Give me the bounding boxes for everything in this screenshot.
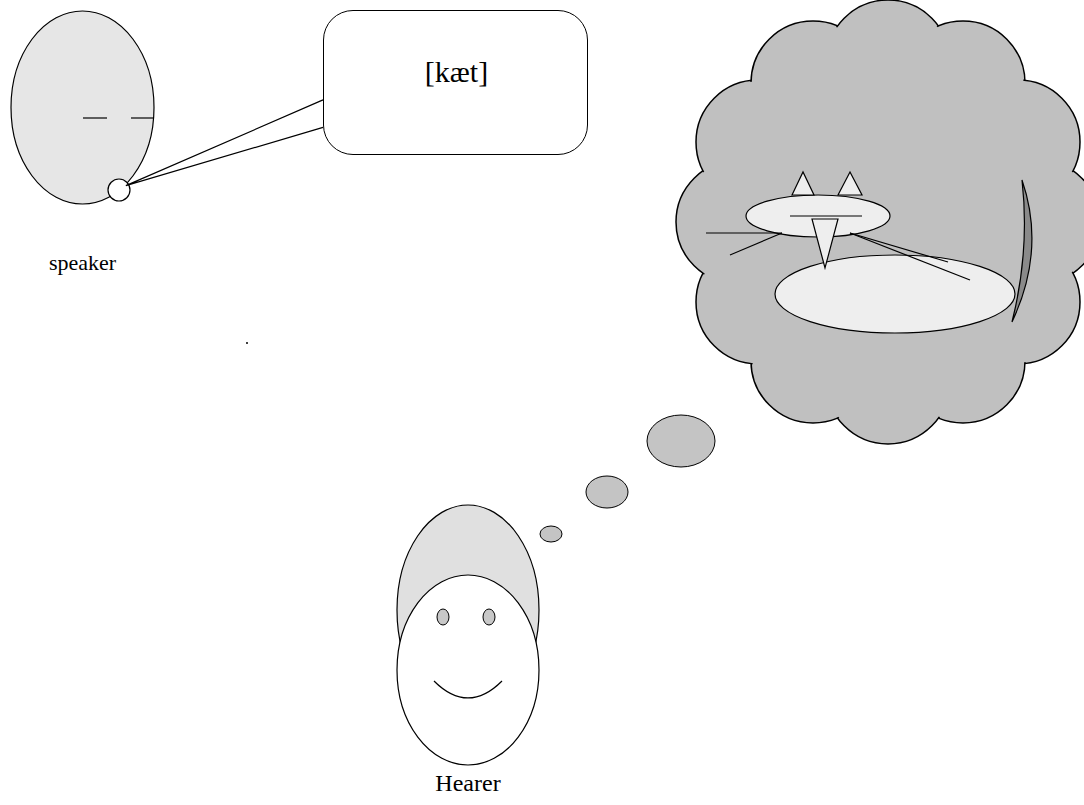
hearer-face: Hearer	[396, 503, 540, 768]
cat-ear	[838, 172, 862, 195]
cat-whisker	[850, 233, 948, 262]
speech-tail	[126, 100, 323, 186]
stray-dot	[246, 342, 248, 344]
thought-dot	[540, 526, 562, 542]
cat-tail	[1012, 180, 1032, 322]
cat-whisker	[850, 233, 970, 280]
smile	[434, 681, 502, 698]
thought-dots	[540, 415, 715, 542]
eye	[483, 609, 495, 625]
head-outline	[11, 11, 154, 204]
speaker-face: speaker	[10, 10, 155, 205]
closed-eye	[131, 117, 154, 118]
shape-outline	[10, 10, 155, 205]
cat-body	[775, 255, 1015, 333]
cat-ear	[792, 172, 814, 195]
speech-bubble: [kæt]	[323, 10, 588, 155]
thought-dot	[586, 476, 628, 508]
phonetic-text: [kæt]	[324, 11, 589, 156]
hearer-label: Hearer	[386, 769, 550, 798]
face-outline	[397, 575, 539, 765]
thought-dot	[647, 415, 715, 467]
cat-whisker	[730, 233, 782, 255]
shape-outline	[396, 503, 540, 768]
cloud-fill	[728, 52, 1048, 392]
cat-drawing	[706, 172, 1032, 333]
cat-whisker	[706, 232, 782, 233]
thought-cloud	[676, 0, 1084, 444]
cat-eyes	[790, 215, 862, 216]
speaker-label: speaker	[0, 250, 175, 276]
closed-eye	[83, 117, 107, 118]
eye	[437, 609, 449, 625]
open-mouth	[108, 179, 130, 201]
cat-nose	[812, 219, 838, 268]
